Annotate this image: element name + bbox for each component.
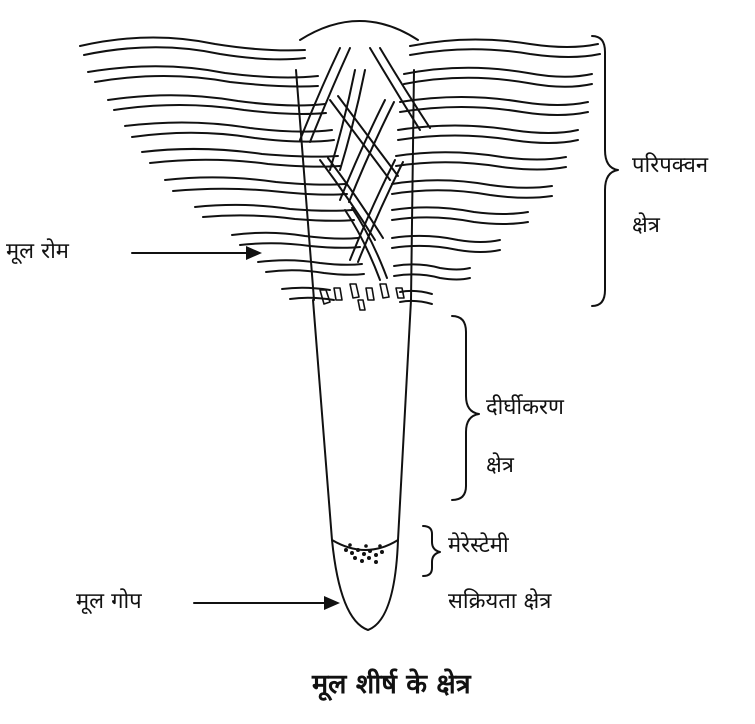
elongation-zone-label-line1: दीर्घीकरण bbox=[486, 394, 564, 422]
meristematic-zone-label-line2: सक्रियता क्षेत्र bbox=[448, 588, 551, 616]
root-hair-arrowhead bbox=[246, 246, 262, 260]
maturation-zone-label-line1: परिपक्वन bbox=[632, 152, 708, 180]
root-hair-label: मूल रोम bbox=[6, 238, 69, 266]
root-body bbox=[313, 300, 411, 630]
root-hairs-right bbox=[392, 39, 600, 304]
maturation-zone-label-line2: क्षेत्र bbox=[632, 212, 660, 240]
root-cap-label: मूल गोप bbox=[76, 588, 142, 616]
root-top-dome bbox=[300, 21, 418, 40]
elongation-zone-label-line2: क्षेत्र bbox=[486, 452, 514, 480]
maturation-zone-brace bbox=[592, 36, 618, 306]
root-cap-arrowhead bbox=[324, 596, 340, 610]
figure-caption: मूल शीर्ष के क्षेत्र bbox=[312, 668, 471, 702]
meristematic-zone-brace bbox=[423, 526, 440, 576]
elongation-zone-brace bbox=[452, 316, 479, 500]
meristematic-zone-label-line1: मेरेस्टेमी bbox=[448, 532, 509, 560]
young-root-hairs bbox=[320, 284, 404, 310]
root-hairs-left bbox=[80, 37, 364, 300]
meristem-dots bbox=[344, 543, 384, 564]
